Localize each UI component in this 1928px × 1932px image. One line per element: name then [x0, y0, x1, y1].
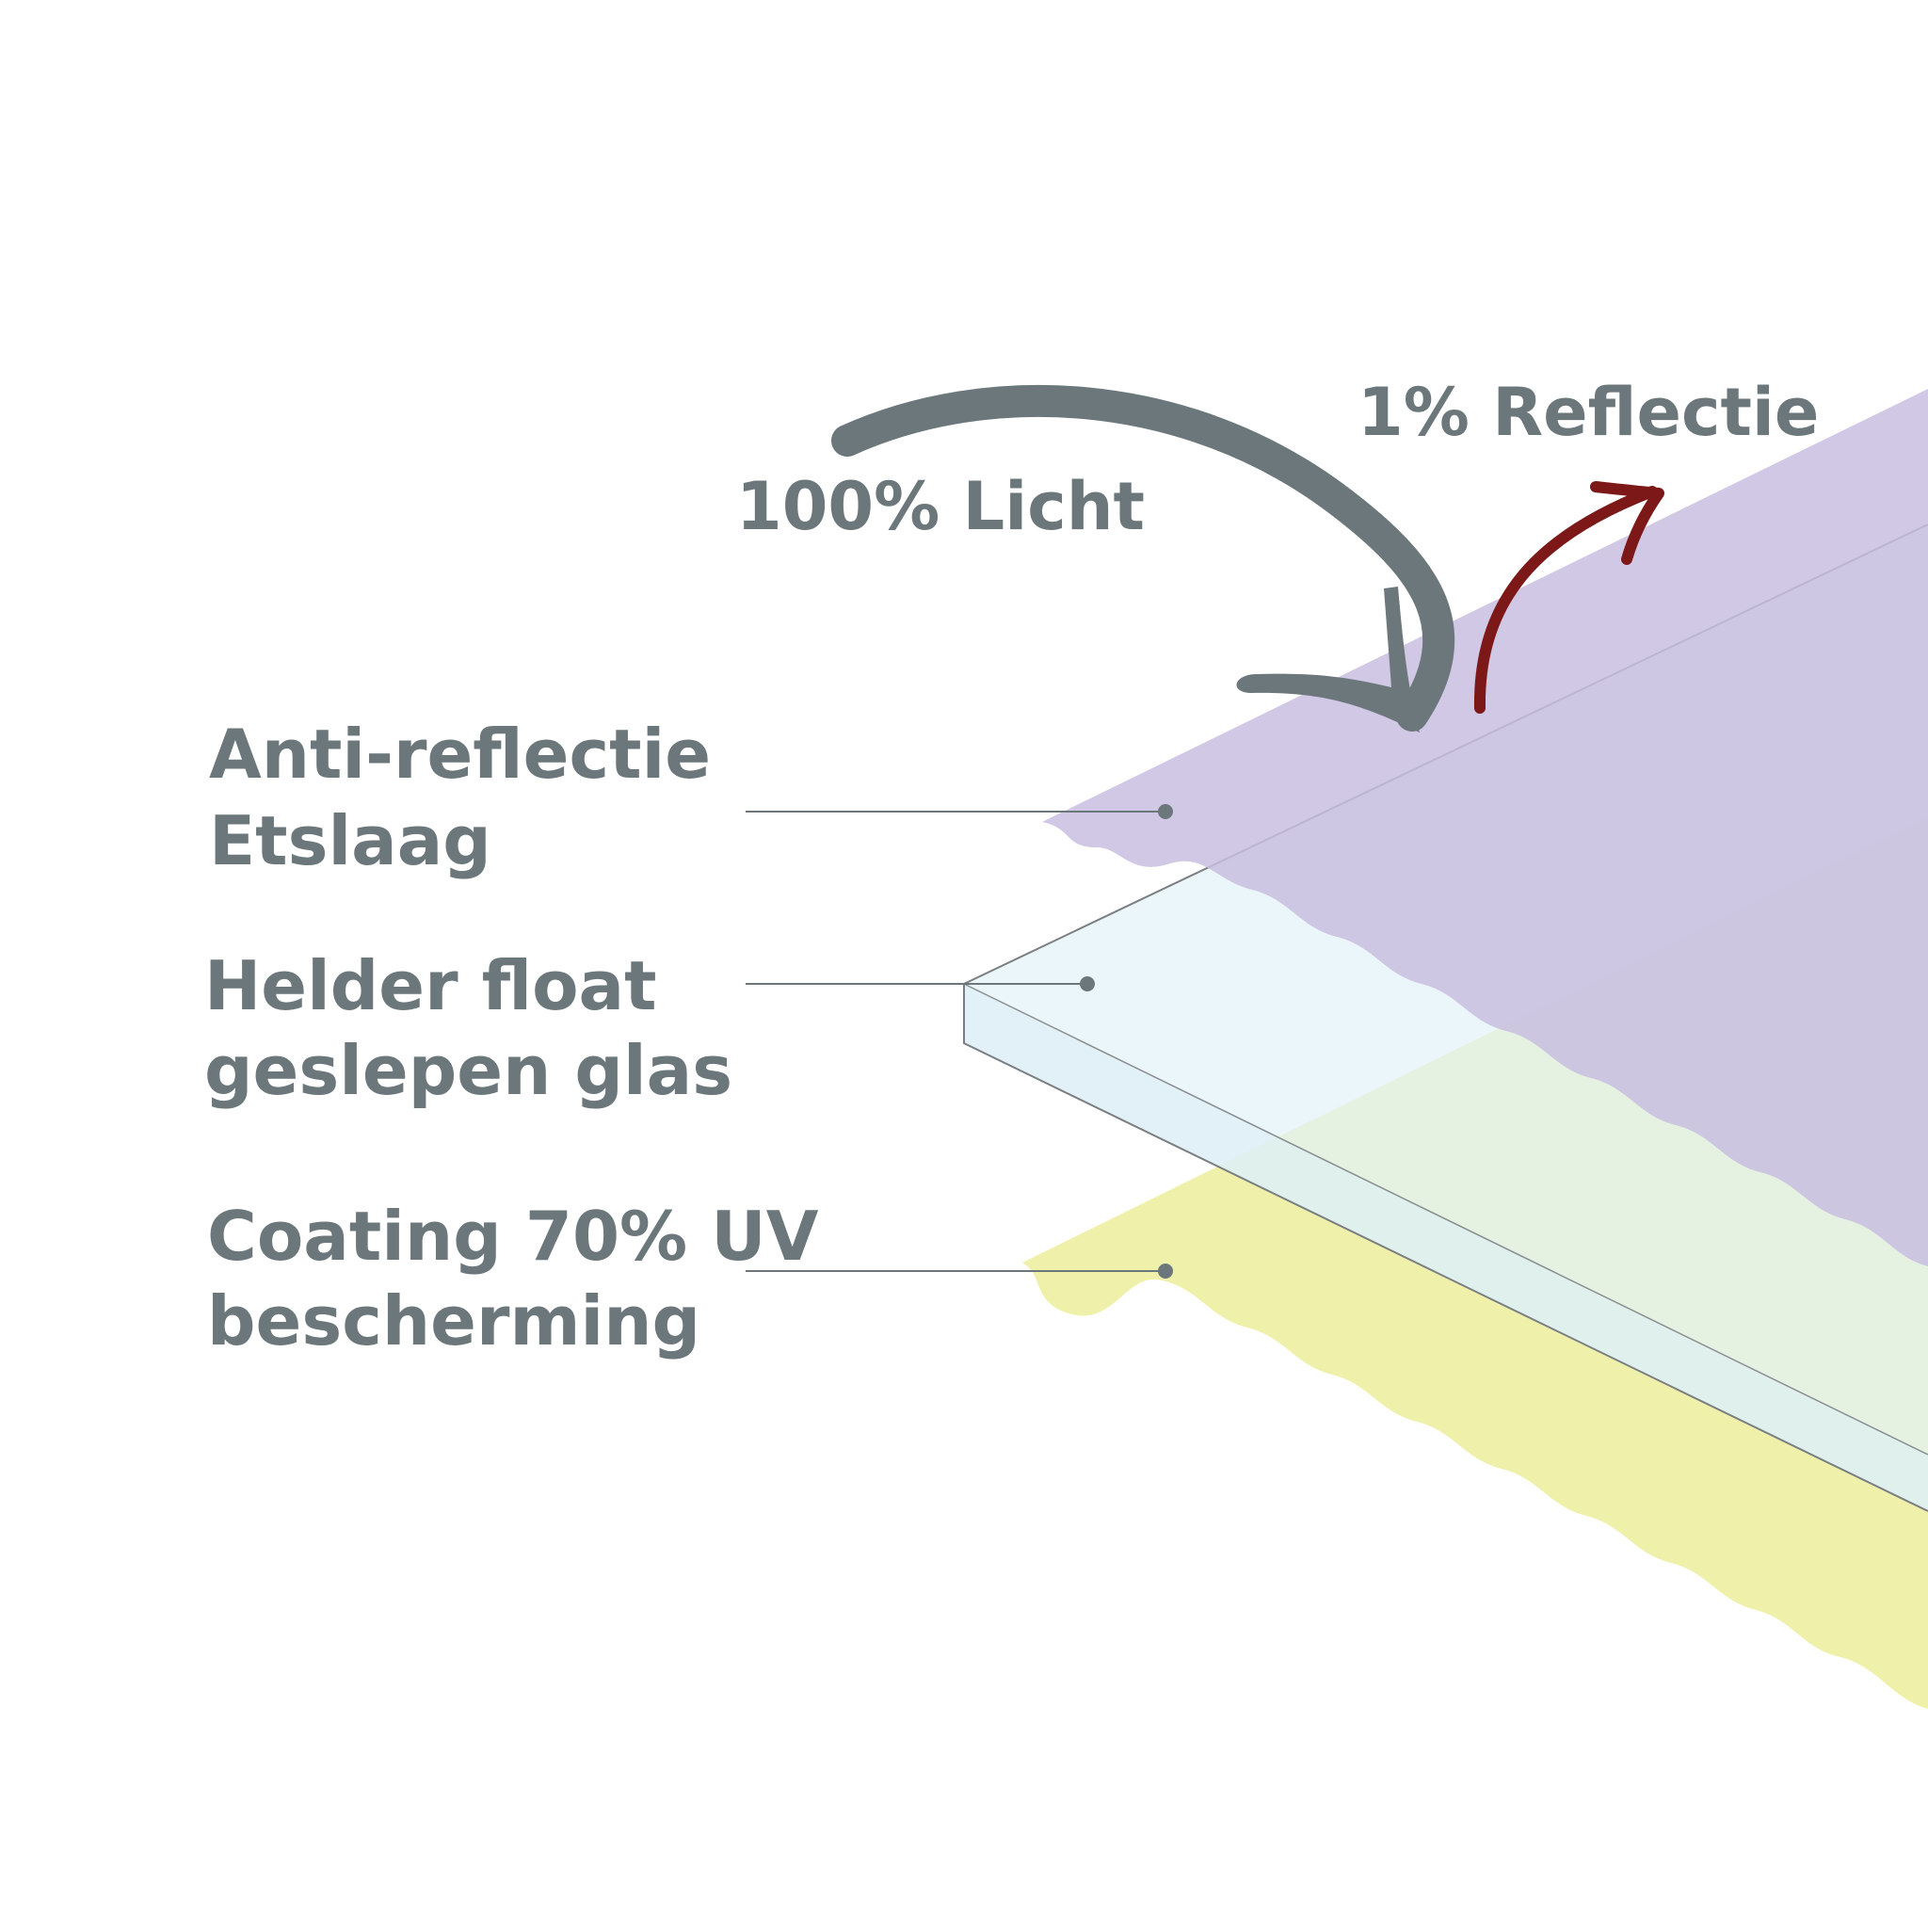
layer-float-glass-front	[964, 984, 1928, 1511]
label-anti-reflection-line2: Etslaag	[209, 801, 491, 880]
light-arrow-head	[1236, 587, 1420, 733]
light-arrow-shaft	[831, 384, 1455, 732]
label-uv-coating-line2: bescherming	[207, 1281, 700, 1360]
label-anti-reflection-line1: Anti-reflectie	[209, 715, 711, 794]
label-light-in: 100% Licht	[736, 468, 1145, 545]
reflection-arrow-head	[1590, 481, 1664, 565]
leader-dot-float-glass	[1080, 976, 1095, 991]
label-float-glass-line1: Helder float	[204, 946, 657, 1025]
leader-dot-uv-coating	[1158, 1264, 1173, 1279]
label-uv-coating-line1: Coating 70% UV	[207, 1197, 819, 1276]
label-float-glass-line2: geslepen glas	[204, 1031, 732, 1110]
layer-anti-reflection	[1042, 389, 1928, 1266]
reflection-arrow-shaft	[1473, 486, 1658, 714]
leader-dot-anti-reflection	[1158, 804, 1173, 819]
glass-edge-inner	[963, 983, 1928, 1456]
label-reflection: 1% Reflectie	[1358, 374, 1819, 451]
